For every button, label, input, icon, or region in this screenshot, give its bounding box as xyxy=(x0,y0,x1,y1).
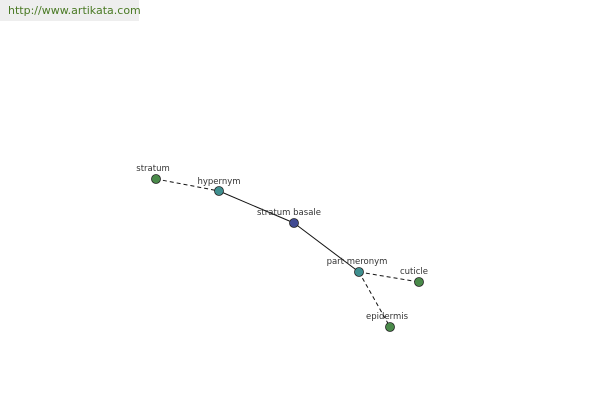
node-stratum[interactable] xyxy=(151,174,161,184)
node-epidermis[interactable] xyxy=(385,322,395,332)
node-hypernym[interactable] xyxy=(214,186,224,196)
edge-part-meronym-to-epidermis xyxy=(358,271,391,328)
edge-stratum-to-hypernym xyxy=(155,178,220,192)
node-part-meronym[interactable] xyxy=(354,267,364,277)
node-label-epidermis[interactable]: epidermis xyxy=(366,312,409,322)
node-label-part-meronym[interactable]: part meronym xyxy=(327,257,388,267)
node-label-stratum-basale[interactable]: stratum basale xyxy=(257,208,321,218)
node-cuticle[interactable] xyxy=(414,277,424,287)
node-label-cuticle[interactable]: cuticle xyxy=(400,267,428,277)
edge-stratum-basale-to-part-meronym xyxy=(293,222,360,273)
graph-nodes: stratum hypernym stratum basale part merony… xyxy=(136,164,428,332)
node-label-stratum[interactable]: stratum xyxy=(136,164,169,174)
site-url-link[interactable]: http://www.artikata.com xyxy=(0,0,141,21)
edge-part-meronym-to-cuticle xyxy=(358,271,420,283)
node-stratum-basale[interactable] xyxy=(289,218,299,228)
edge-hypernym-to-stratum-basale xyxy=(218,190,295,224)
graph-edges xyxy=(155,178,420,328)
node-label-hypernym[interactable]: hypernym xyxy=(197,177,240,187)
